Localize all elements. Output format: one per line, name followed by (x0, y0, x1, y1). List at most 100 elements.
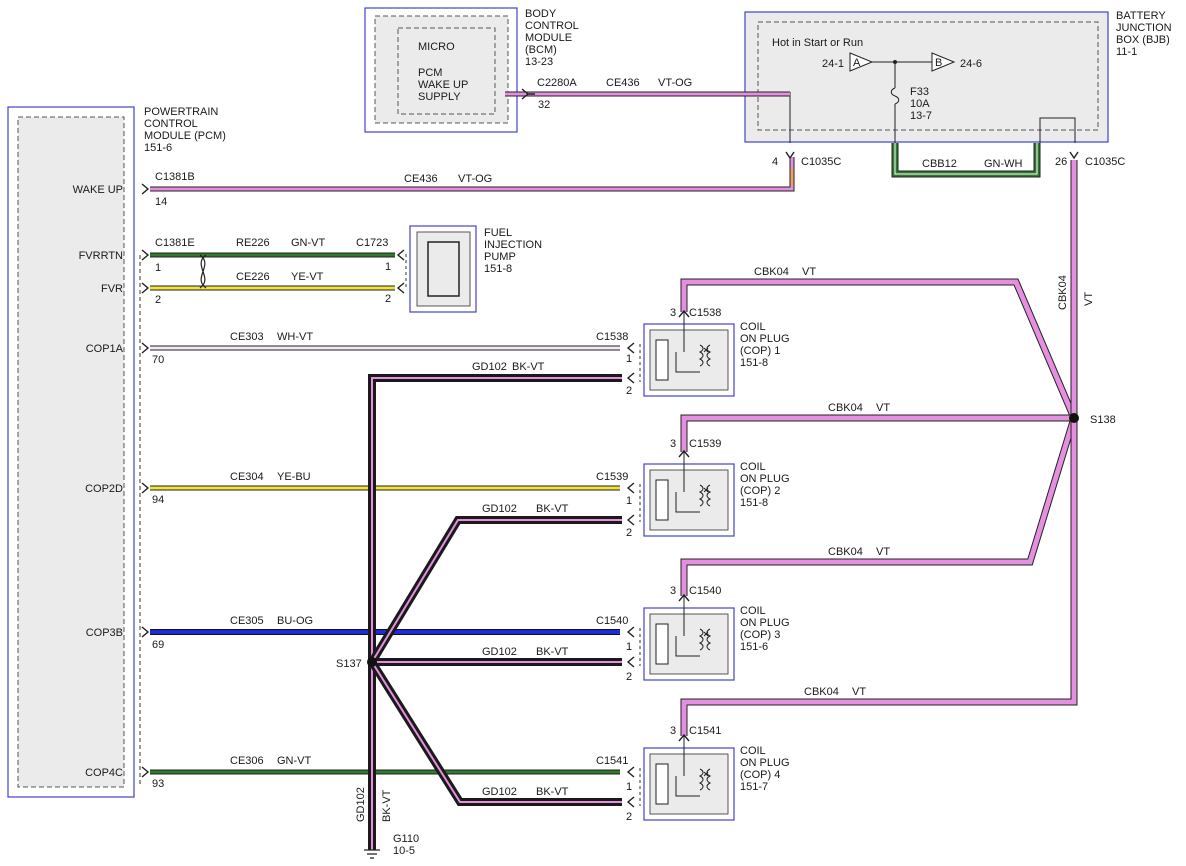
bcm-name-4: (BCM) (525, 44, 557, 56)
ce304-color: YE-BU (277, 471, 311, 483)
cbk04-network (680, 160, 1078, 736)
coil-4-name-4: 151-7 (740, 781, 768, 793)
coil-4-name-2: ON PLUG (740, 757, 790, 769)
gd102-4-color: BK-VT (536, 786, 569, 798)
bcm-supply-2: WAKE UP (418, 79, 468, 91)
bjb-module: Hot in Start or Run 24-1 A B 24-6 F33 10… (744, 10, 1172, 168)
pin-wakeup-label: WAKE UP (73, 184, 123, 196)
re226-color: GN-VT (291, 237, 326, 249)
coil-plug (655, 339, 669, 381)
coil-winding-icon (675, 336, 712, 373)
coil-1 (626, 309, 735, 397)
coil-4-pin2: 2 (626, 811, 632, 823)
pin-fvrrtn-connector: C1381E (155, 237, 195, 249)
gd102-4-circuit: GD102 (482, 786, 517, 798)
gd102-main-stripe (371, 377, 622, 850)
coil-winding-icon (675, 760, 712, 797)
pin-cop2d-label: COP2D (85, 483, 123, 495)
bjb-fuse-1: F33 (910, 86, 929, 98)
coil-plug (655, 623, 669, 665)
bjb-name-3: BOX (BJB) (1116, 34, 1170, 46)
ground-g110: G110 10-5 (364, 833, 419, 859)
coil-4-connector: C1541 (596, 755, 628, 767)
arrow-pump-2 (396, 282, 405, 294)
arrow-bcm-out (521, 88, 535, 100)
cbk04-3-fill (681, 417, 1077, 596)
bjb-connector-left: C1035C (801, 156, 841, 168)
coil-3-connector: C1540 (596, 615, 628, 627)
coil-1-pin1: 1 (626, 353, 632, 365)
coil-labels: COIL ON PLUG (COP) 1 151-8 C1538 3 C1538… (596, 307, 790, 823)
bjb-tag-b: B (935, 57, 942, 69)
coil-arrow-top (678, 593, 690, 602)
ce305-color: BU-OG (277, 615, 313, 627)
gd102-2-stripe (371, 519, 622, 663)
pcm-name-1: POWERTRAIN (144, 106, 218, 118)
cbk04-4-fill (681, 160, 1077, 736)
bjb-inner-box (757, 21, 1099, 131)
pcm-inner-box (17, 116, 125, 788)
bjb-tag-a-shape (849, 52, 874, 72)
bjb-pin-right: 26 (1055, 156, 1067, 168)
coil-2-top-connector: C1539 (689, 438, 721, 450)
arrow-bjb-4 (785, 151, 795, 160)
ground-icon (364, 849, 380, 859)
bcm-inner-box (397, 27, 496, 115)
pin-fvr-pin: 2 (155, 294, 161, 306)
gd102-1-circuit: GD102 (472, 361, 507, 373)
pcm-name-3: MODULE (PCM) (144, 130, 226, 142)
fuel-pump-module: FUEL INJECTION PUMP 151-8 C1723 1 2 (356, 225, 542, 313)
coil-1-pin2: 2 (626, 385, 632, 397)
pin-cop4c-label: COP4C (85, 767, 123, 779)
coil-3-name-2: ON PLUG (740, 617, 790, 629)
pin-fvrrtn-pin: 1 (155, 262, 161, 274)
arrow-cop1a (141, 342, 150, 354)
coil-arrow-2 (626, 514, 635, 526)
coil-1-connector: C1538 (596, 331, 628, 343)
cbk04-vert-circuit: CBK04 (1057, 275, 1069, 310)
cbk04-vert-color: VT (1083, 292, 1095, 306)
fuel-pump-name-1: FUEL (484, 227, 512, 239)
bcm-connector: C2280A (537, 77, 577, 89)
gd102-3-color: BK-VT (536, 646, 569, 658)
gd102-2-circuit: GD102 (482, 503, 517, 515)
ce436-main-circuit: CE436 (404, 173, 438, 185)
pin-cop1a-pin: 70 (152, 354, 164, 366)
re226-circuit: RE226 (236, 237, 270, 249)
pcm-name-2: CONTROL (144, 118, 198, 130)
bcm-supply-1: PCM (418, 67, 442, 79)
gd102-2-outline (368, 516, 622, 665)
cbk04-2-outline (680, 414, 1074, 452)
fuel-pump-connector: C1723 (356, 237, 388, 249)
bjb-name-4: 11-1 (1116, 46, 1137, 58)
pin-fvrrtn-label: FVRRTN (79, 250, 123, 262)
coil-4 (626, 733, 735, 821)
ce226-color: YE-VT (291, 271, 324, 283)
arrow-fvrrtn (141, 249, 150, 261)
bcm-inner-label: MICRO (418, 41, 455, 53)
bcm-module: MICRO PCM WAKE UP SUPPLY BODY CONTROL MO… (364, 7, 579, 133)
coil-3-name-3: (COP) 3 (740, 629, 780, 641)
coil-2-pin1: 1 (626, 495, 632, 507)
cbb12-color: GN-WH (984, 158, 1023, 170)
twisted-pair-icon (199, 254, 207, 289)
fuel-pump-name-2: INJECTION (484, 239, 542, 251)
coil-arrow-2 (626, 656, 635, 668)
coil-1-pin-top: 3 (670, 307, 676, 319)
coil-arrow-top (678, 733, 690, 742)
arrow-wakeup (141, 183, 150, 195)
bjb-name-2: JUNCTION (1116, 22, 1172, 34)
arrow-pump-1 (396, 249, 405, 261)
coil-1-top-connector: C1538 (689, 307, 721, 319)
coil-2-name-3: (COP) 2 (740, 485, 780, 497)
bjb-connector-right: C1035C (1085, 156, 1125, 168)
bjb-hot-label: Hot in Start or Run (772, 37, 863, 49)
bjb-pin-left: 4 (772, 156, 778, 168)
connector-arrows (141, 88, 1079, 778)
arrow-cop4c (141, 766, 150, 778)
bjb-tag-b-shape (931, 52, 956, 72)
coil-2-name-4: 151-8 (740, 497, 768, 509)
bcm-supply-3: SUPPLY (418, 91, 461, 103)
gd102-main-outline (368, 374, 622, 850)
pcm-name-4: 151-6 (144, 142, 172, 154)
